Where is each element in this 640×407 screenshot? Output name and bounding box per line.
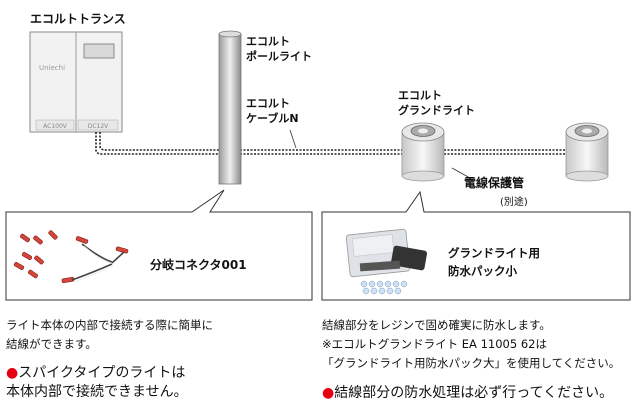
ground-light-label-line2: グランドライト (398, 104, 475, 117)
transformer-illustration: AC100V DC12V Uniechi (29, 31, 123, 133)
pole-light-illustration (218, 30, 242, 185)
cable-label-line1: エコルト (246, 97, 290, 110)
transformer-panel-right: DC12V (88, 123, 109, 130)
pole-light-label-line2: ポールライト (246, 50, 312, 63)
waterproof-pack-illustration (345, 228, 428, 295)
waterproof-pack-title: グランドライト用 防水パック小 (448, 244, 540, 280)
ground-light-label-line1: エコルト (398, 89, 442, 102)
waterproof-pack-title-line2: 防水パック小 (448, 264, 517, 278)
cable-label-line2: ケーブルN (246, 112, 299, 125)
connector-illustration (13, 230, 129, 284)
connector-callout-box (5, 189, 313, 301)
warning-bullet: ● (6, 365, 19, 381)
right-description: 結線部分をレジンで固め確実に防水します。 ※エコルトグランドライト EA 110… (322, 316, 620, 373)
ground-light-2-illustration (565, 122, 609, 182)
waterproof-callout-box (321, 190, 631, 301)
right-description-line2: ※エコルトグランドライト EA 11005 62は (322, 337, 547, 351)
transformer-logo: Uniechi (39, 64, 65, 72)
right-warning-text: 結線部分の防水処理は必ず行ってください。 (334, 385, 614, 401)
right-warning: ●結線部分の防水処理は必ず行ってください。 (322, 384, 613, 403)
ground-light-illustration (401, 122, 445, 182)
left-warning-line2: 本体内部で接続できません。 (6, 384, 188, 400)
connector-title: 分岐コネクタ001 (150, 258, 247, 272)
left-description: ライト本体の内部で接続する際に簡単に 結線ができます。 (6, 316, 213, 354)
right-description-line1: 結線部分をレジンで固め確実に防水します。 (322, 318, 551, 332)
left-description-line1: ライト本体の内部で接続する際に簡単に (6, 318, 213, 332)
pole-light-label: エコルト ポールライト (246, 34, 312, 64)
left-warning: ●スパイクタイプのライトは 本体内部で接続できません。 (6, 364, 188, 402)
conduit-note: (別途) (500, 197, 528, 208)
left-description-line2: 結線ができます。 (6, 337, 97, 351)
warning-bullet-2: ● (322, 385, 335, 401)
right-description-line3: 「グランドライト用防水パック大」を使用してください。 (322, 356, 621, 370)
cable-label: エコルト ケーブルN (246, 96, 299, 126)
transformer-label: エコルトトランス (30, 12, 126, 26)
transformer-panel-left: AC100V (43, 123, 68, 130)
left-warning-line1: スパイクタイプのライトは (18, 365, 186, 381)
conduit-label: 電線保護管 (464, 176, 525, 190)
ground-light-label: エコルト グランドライト (398, 88, 475, 118)
pole-light-label-line1: エコルト (246, 35, 290, 48)
waterproof-pack-title-line1: グランドライト用 (448, 246, 540, 260)
